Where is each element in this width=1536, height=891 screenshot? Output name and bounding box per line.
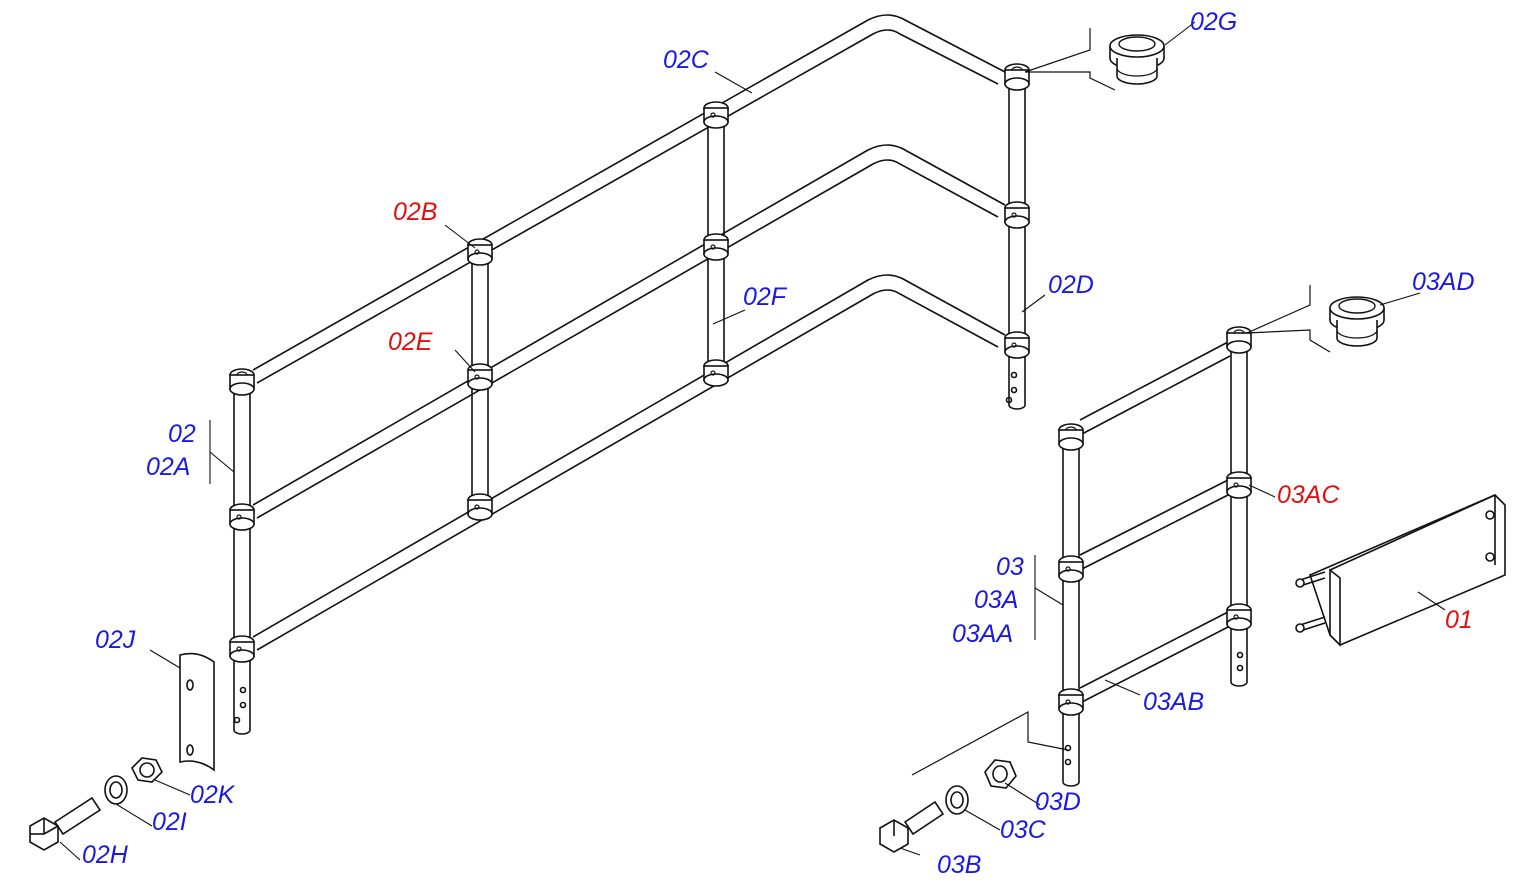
clamps-02B (229, 63, 1030, 663)
label-03D: 03D (1035, 788, 1081, 816)
label-02B: 02B (393, 198, 437, 226)
gate-rail-03AB (1079, 611, 1231, 703)
label-03AC: 03AC (1277, 481, 1340, 509)
end-cap-02G (1024, 28, 1165, 91)
label-03AD: 03AD (1412, 268, 1475, 296)
post-02A (233, 385, 251, 735)
middle-rail-02F (252, 144, 1006, 519)
label-01: 01 (1445, 606, 1473, 634)
bolt-02H (29, 796, 102, 851)
label-03A: 03A (974, 586, 1018, 614)
post-03AC (1230, 345, 1248, 687)
label-02D: 02D (1048, 271, 1094, 299)
wall-bracket-01 (1295, 494, 1506, 647)
gate-clamps (1058, 326, 1252, 716)
leader-lines (59, 21, 1446, 861)
label-02K: 02K (190, 781, 236, 809)
label-03C: 03C (1000, 816, 1047, 844)
post-03A (1062, 440, 1080, 787)
gate-assembly-03 (1062, 341, 1248, 787)
end-cap-03AD (1246, 285, 1385, 353)
label-03B: 03B (937, 851, 981, 879)
gate-rail-middle (1079, 479, 1231, 570)
label-02H: 02H (82, 841, 129, 869)
label-02: 02 (168, 420, 196, 448)
gate-rail-top (1079, 341, 1231, 435)
nut-03D (984, 759, 1017, 789)
top-rail-02C (252, 14, 1006, 384)
label-02E: 02E (388, 328, 433, 356)
label-03AB: 03AB (1143, 688, 1204, 716)
callout-labels: 02 02A 02B 02C 02D 02E 02F 02G 02H 02I 0… (82, 8, 1475, 879)
label-02F: 02F (743, 283, 788, 311)
label-02C: 02C (663, 46, 710, 74)
label-02G: 02G (1190, 8, 1237, 36)
bottom-rail (252, 274, 1006, 651)
washer-03C (945, 785, 969, 815)
bolt-03B (879, 800, 945, 853)
nut-02K (131, 757, 163, 783)
post-02D (1005, 80, 1026, 410)
label-02I: 02I (152, 808, 187, 836)
base-plate-02J (179, 652, 215, 772)
guardrail-assembly-02 (233, 14, 1026, 735)
label-03: 03 (996, 553, 1024, 581)
washer-02I (104, 775, 128, 805)
label-02J: 02J (95, 626, 136, 654)
label-02A: 02A (146, 453, 190, 481)
label-03AA: 03AA (952, 620, 1013, 648)
hinge-detail (911, 710, 1069, 776)
